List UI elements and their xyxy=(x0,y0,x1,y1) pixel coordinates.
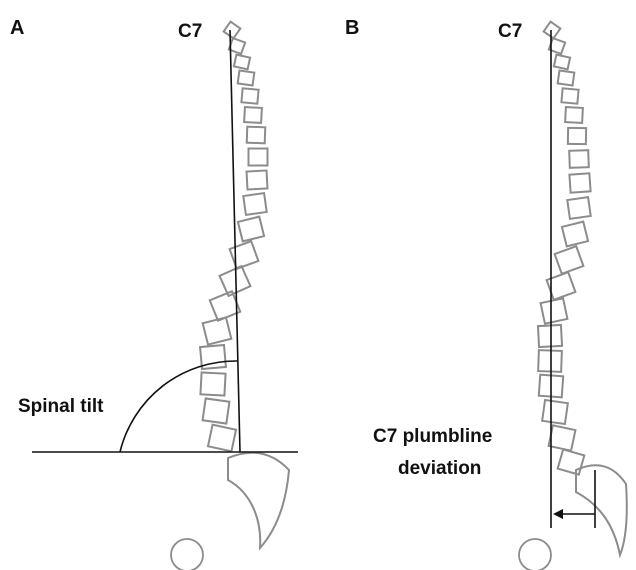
vertebra xyxy=(569,150,589,168)
sacrum-b xyxy=(576,465,627,555)
vertebra xyxy=(558,449,585,474)
panel-a-c7-label: C7 xyxy=(178,21,202,42)
vertebra xyxy=(542,400,568,424)
vertebra xyxy=(243,193,266,215)
vertebra xyxy=(562,222,588,247)
vertebra xyxy=(558,71,575,86)
plumbline-deviation-label: C7 plumbline deviation xyxy=(373,426,498,479)
c7-tilt-line-a xyxy=(230,30,240,452)
vertebra xyxy=(567,197,590,219)
vertebra xyxy=(234,55,250,70)
vertebra xyxy=(224,22,241,39)
vertebra xyxy=(555,246,584,274)
vertebra xyxy=(565,107,583,123)
vertebra xyxy=(554,55,570,70)
vertebra xyxy=(244,107,262,123)
vertebra xyxy=(249,149,268,166)
sacrum-a xyxy=(228,453,289,548)
vertebra xyxy=(538,350,562,372)
panel-b-c7-label: C7 xyxy=(498,21,522,42)
vertebra xyxy=(230,241,259,269)
vertebra xyxy=(238,71,255,86)
panel-b: B C7 C7 plumbline deviation xyxy=(345,17,627,570)
spinal-tilt-label: Spinal tilt xyxy=(18,396,104,417)
panel-a: A C7 Spinal tilt xyxy=(10,17,298,570)
vertebra xyxy=(238,217,264,242)
vertebra xyxy=(203,398,230,423)
vertebra xyxy=(208,425,236,452)
vertebra xyxy=(541,298,568,323)
vertebra xyxy=(538,325,562,347)
femoral-head-a xyxy=(171,539,203,570)
vertebral-column-b xyxy=(538,22,591,475)
vertebra xyxy=(247,127,266,144)
vertebral-column-a xyxy=(200,22,267,452)
panel-a-letter: A xyxy=(10,17,24,39)
vertebra xyxy=(203,317,232,344)
deviation-arrowhead-b xyxy=(553,509,563,519)
plumbline-deviation-label-line-2: deviation xyxy=(398,458,481,479)
vertebra xyxy=(544,22,561,39)
femoral-head-b xyxy=(519,539,551,570)
tilt-angle-arc-a xyxy=(120,361,237,452)
panel-b-letter: B xyxy=(345,17,359,39)
vertebra xyxy=(247,170,268,189)
vertebra xyxy=(568,128,586,144)
vertebra xyxy=(241,88,258,103)
vertebra xyxy=(561,88,578,103)
vertebra xyxy=(200,372,225,395)
vertebra xyxy=(549,425,576,450)
plumbline-deviation-label-line-1: C7 plumbline xyxy=(373,426,492,447)
vertebra xyxy=(569,173,590,192)
